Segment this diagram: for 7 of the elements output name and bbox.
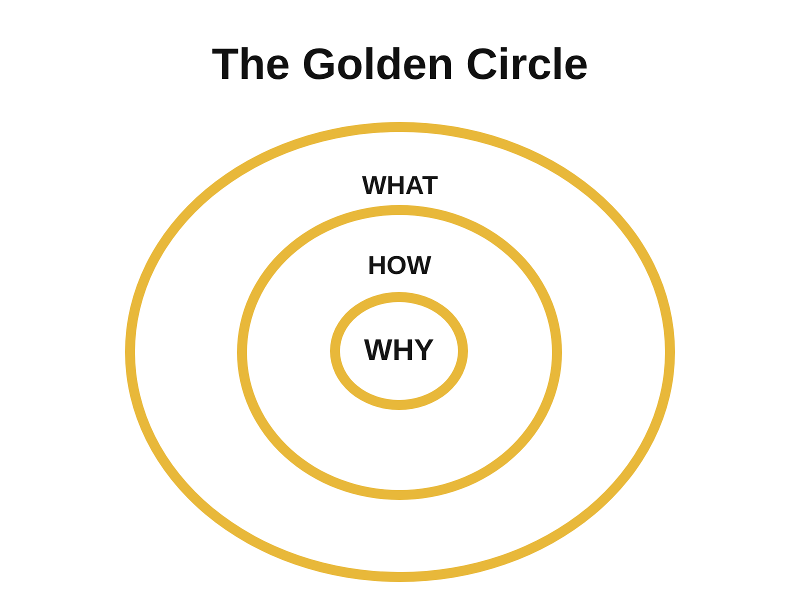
ring-label: WHY xyxy=(364,334,434,368)
ring-label: HOW xyxy=(368,250,432,281)
inner-ring xyxy=(330,292,468,410)
title: The Golden Circle xyxy=(212,40,588,90)
middle-ring xyxy=(237,205,562,500)
outer-ring xyxy=(125,122,675,582)
ring-label: WHAT xyxy=(362,170,438,201)
